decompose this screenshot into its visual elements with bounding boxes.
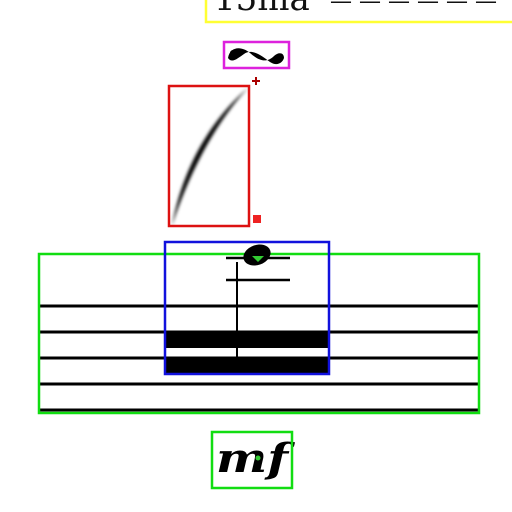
turn-bounding-box: [222, 40, 291, 70]
turn-dot-left: [230, 50, 236, 56]
notehead: [243, 244, 271, 266]
slur: [167, 77, 261, 228]
ottava-dashes: — — — — — —: [330, 0, 497, 14]
note-group: [163, 240, 331, 376]
slur-start-marker: [252, 77, 260, 85]
beam-2: [166, 358, 328, 373]
beam-1: [166, 333, 328, 348]
turn-ornament: [222, 40, 291, 70]
slur-end-marker: [253, 215, 261, 223]
dynamic-marking: mf: [210, 430, 295, 490]
dynamic-label: mf: [216, 435, 295, 482]
turn-dot-right: [277, 55, 283, 61]
turn-glyph: [228, 48, 284, 65]
note-anchor-marker: [252, 256, 264, 262]
slur-curve: [172, 88, 248, 226]
ottava-label: 15ma: [214, 0, 310, 19]
dynamic-anchor-marker: [255, 455, 261, 461]
ottava-marking: 15ma — — — — — —: [204, 0, 512, 24]
slur-bounding-box: [167, 84, 251, 228]
note-bounding-box: [163, 240, 331, 376]
dynamic-bounding-box: [210, 430, 294, 490]
ottava-bounding-box: [204, 0, 512, 24]
